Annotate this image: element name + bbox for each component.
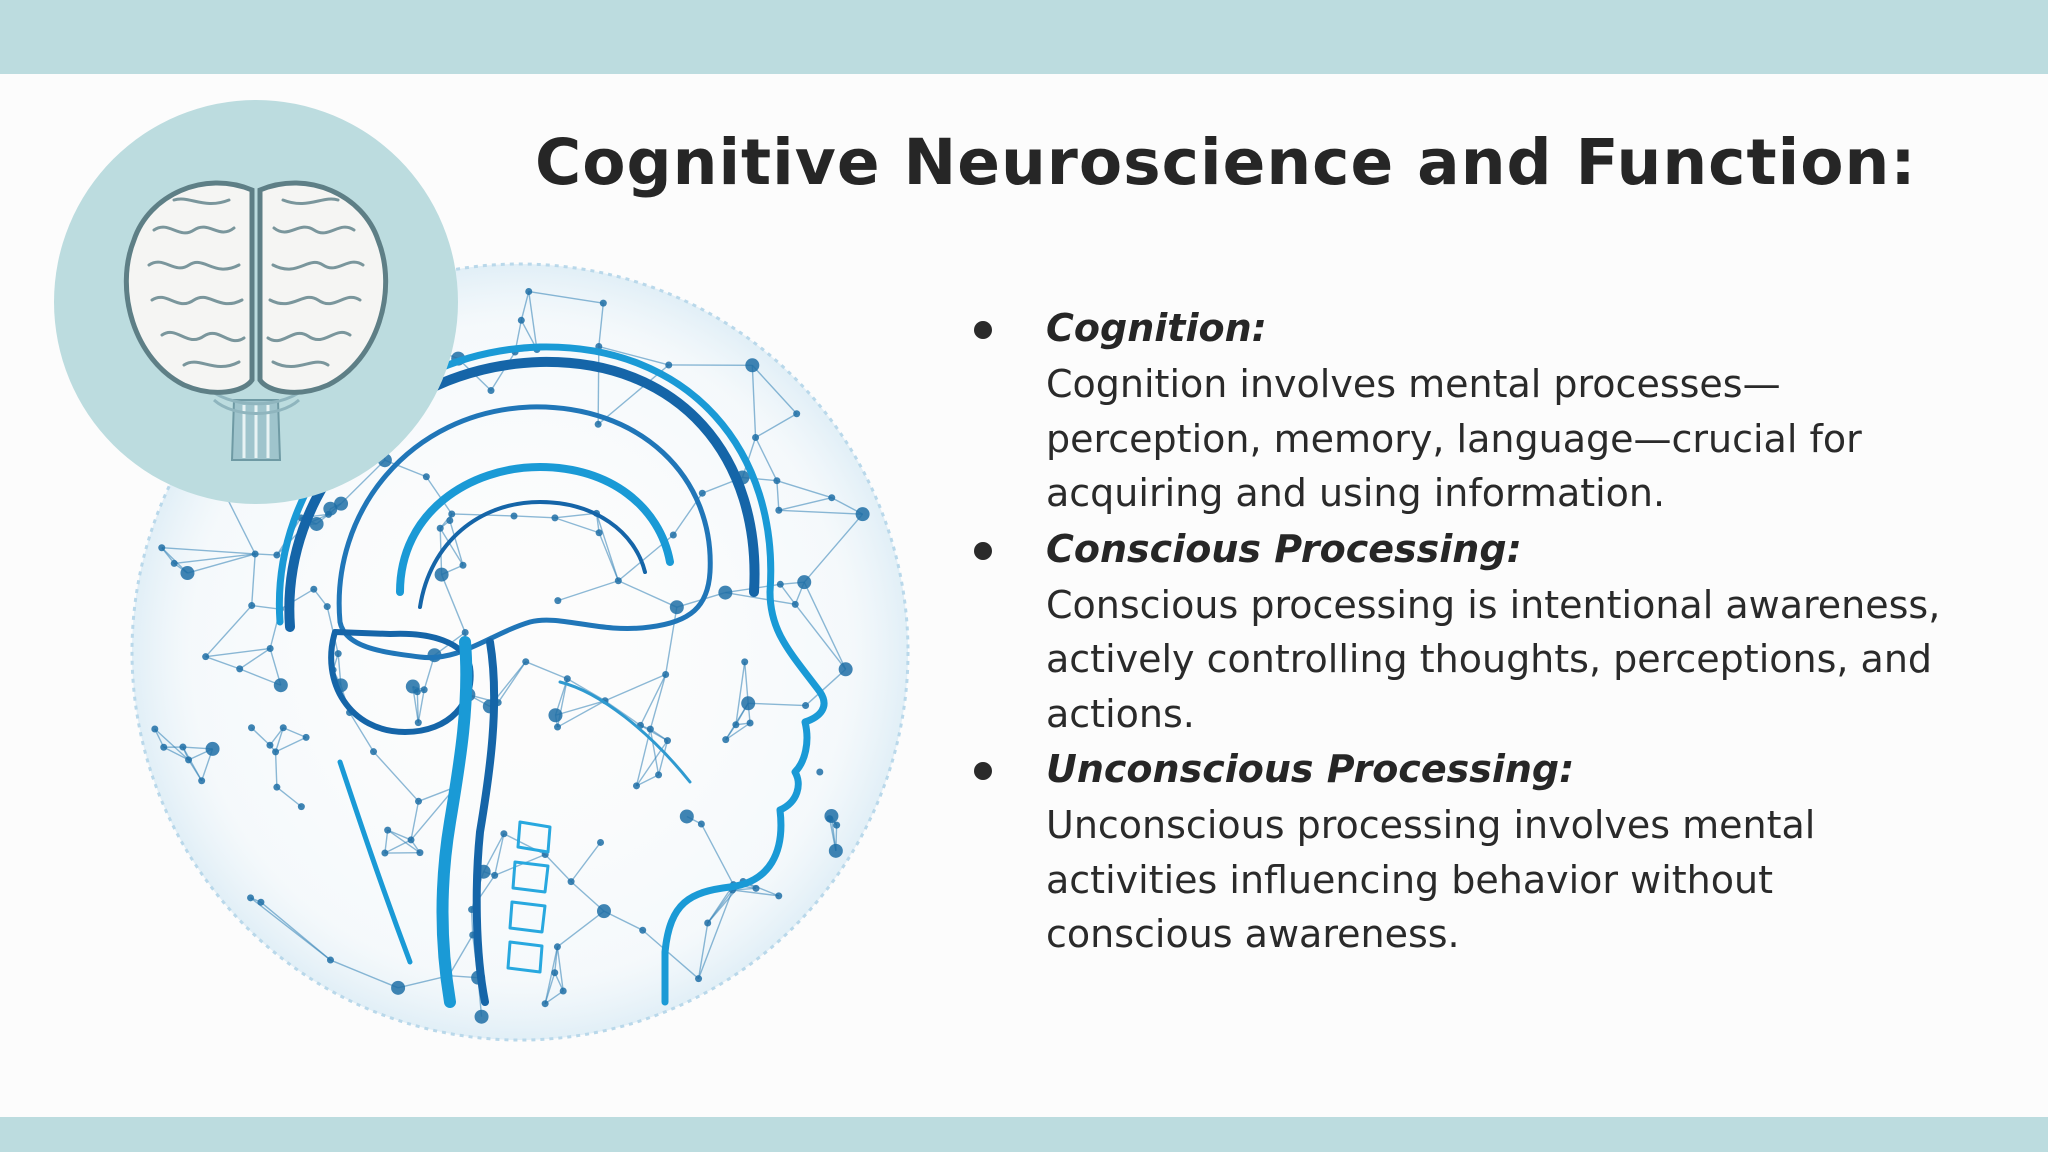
- bullet-text-line: Unconscious processing involves mental: [1046, 803, 1816, 847]
- bullet-dot-icon: [974, 541, 992, 560]
- bullet-text-line: Cognition involves mental processes—: [1046, 362, 1781, 406]
- bullet-term: Unconscious Processing:: [1046, 747, 1575, 791]
- bullet-text-line: perception, memory, language—crucial for: [1046, 416, 1862, 461]
- top-accent-band: [0, 0, 2048, 74]
- bullet-text-line: actively controlling thoughts, perceptio…: [1046, 637, 1933, 681]
- bullet-list: Cognition: Cognition involves mental pro…: [970, 300, 2040, 962]
- bullet-item-cognition: Cognition: Cognition involves mental pro…: [970, 300, 2040, 521]
- bullet-item-conscious-processing: Conscious Processing: Conscious processi…: [970, 521, 2040, 742]
- bullet-item-unconscious-processing: Unconscious Processing: Unconscious proc…: [970, 741, 2040, 962]
- bullet-text-line: actions.: [1046, 691, 1195, 736]
- bullet-text-line: conscious awareness.: [1046, 912, 1460, 956]
- brain-icon: [54, 100, 458, 504]
- bullet-term: Cognition:: [1046, 306, 1267, 350]
- bullet-term: Conscious Processing:: [1046, 526, 1522, 571]
- bullet-dot-icon: [974, 321, 992, 339]
- slide-title: Cognitive Neuroscience and Function:: [535, 126, 1917, 199]
- bottom-accent-band: [0, 1117, 2048, 1152]
- bullet-text-line: Conscious processing is intentional awar…: [1046, 582, 1941, 627]
- bullet-text-line: acquiring and using information.: [1046, 471, 1666, 515]
- bullet-text-line: activities influencing behavior without: [1046, 857, 1773, 902]
- bullet-dot-icon: [974, 762, 992, 780]
